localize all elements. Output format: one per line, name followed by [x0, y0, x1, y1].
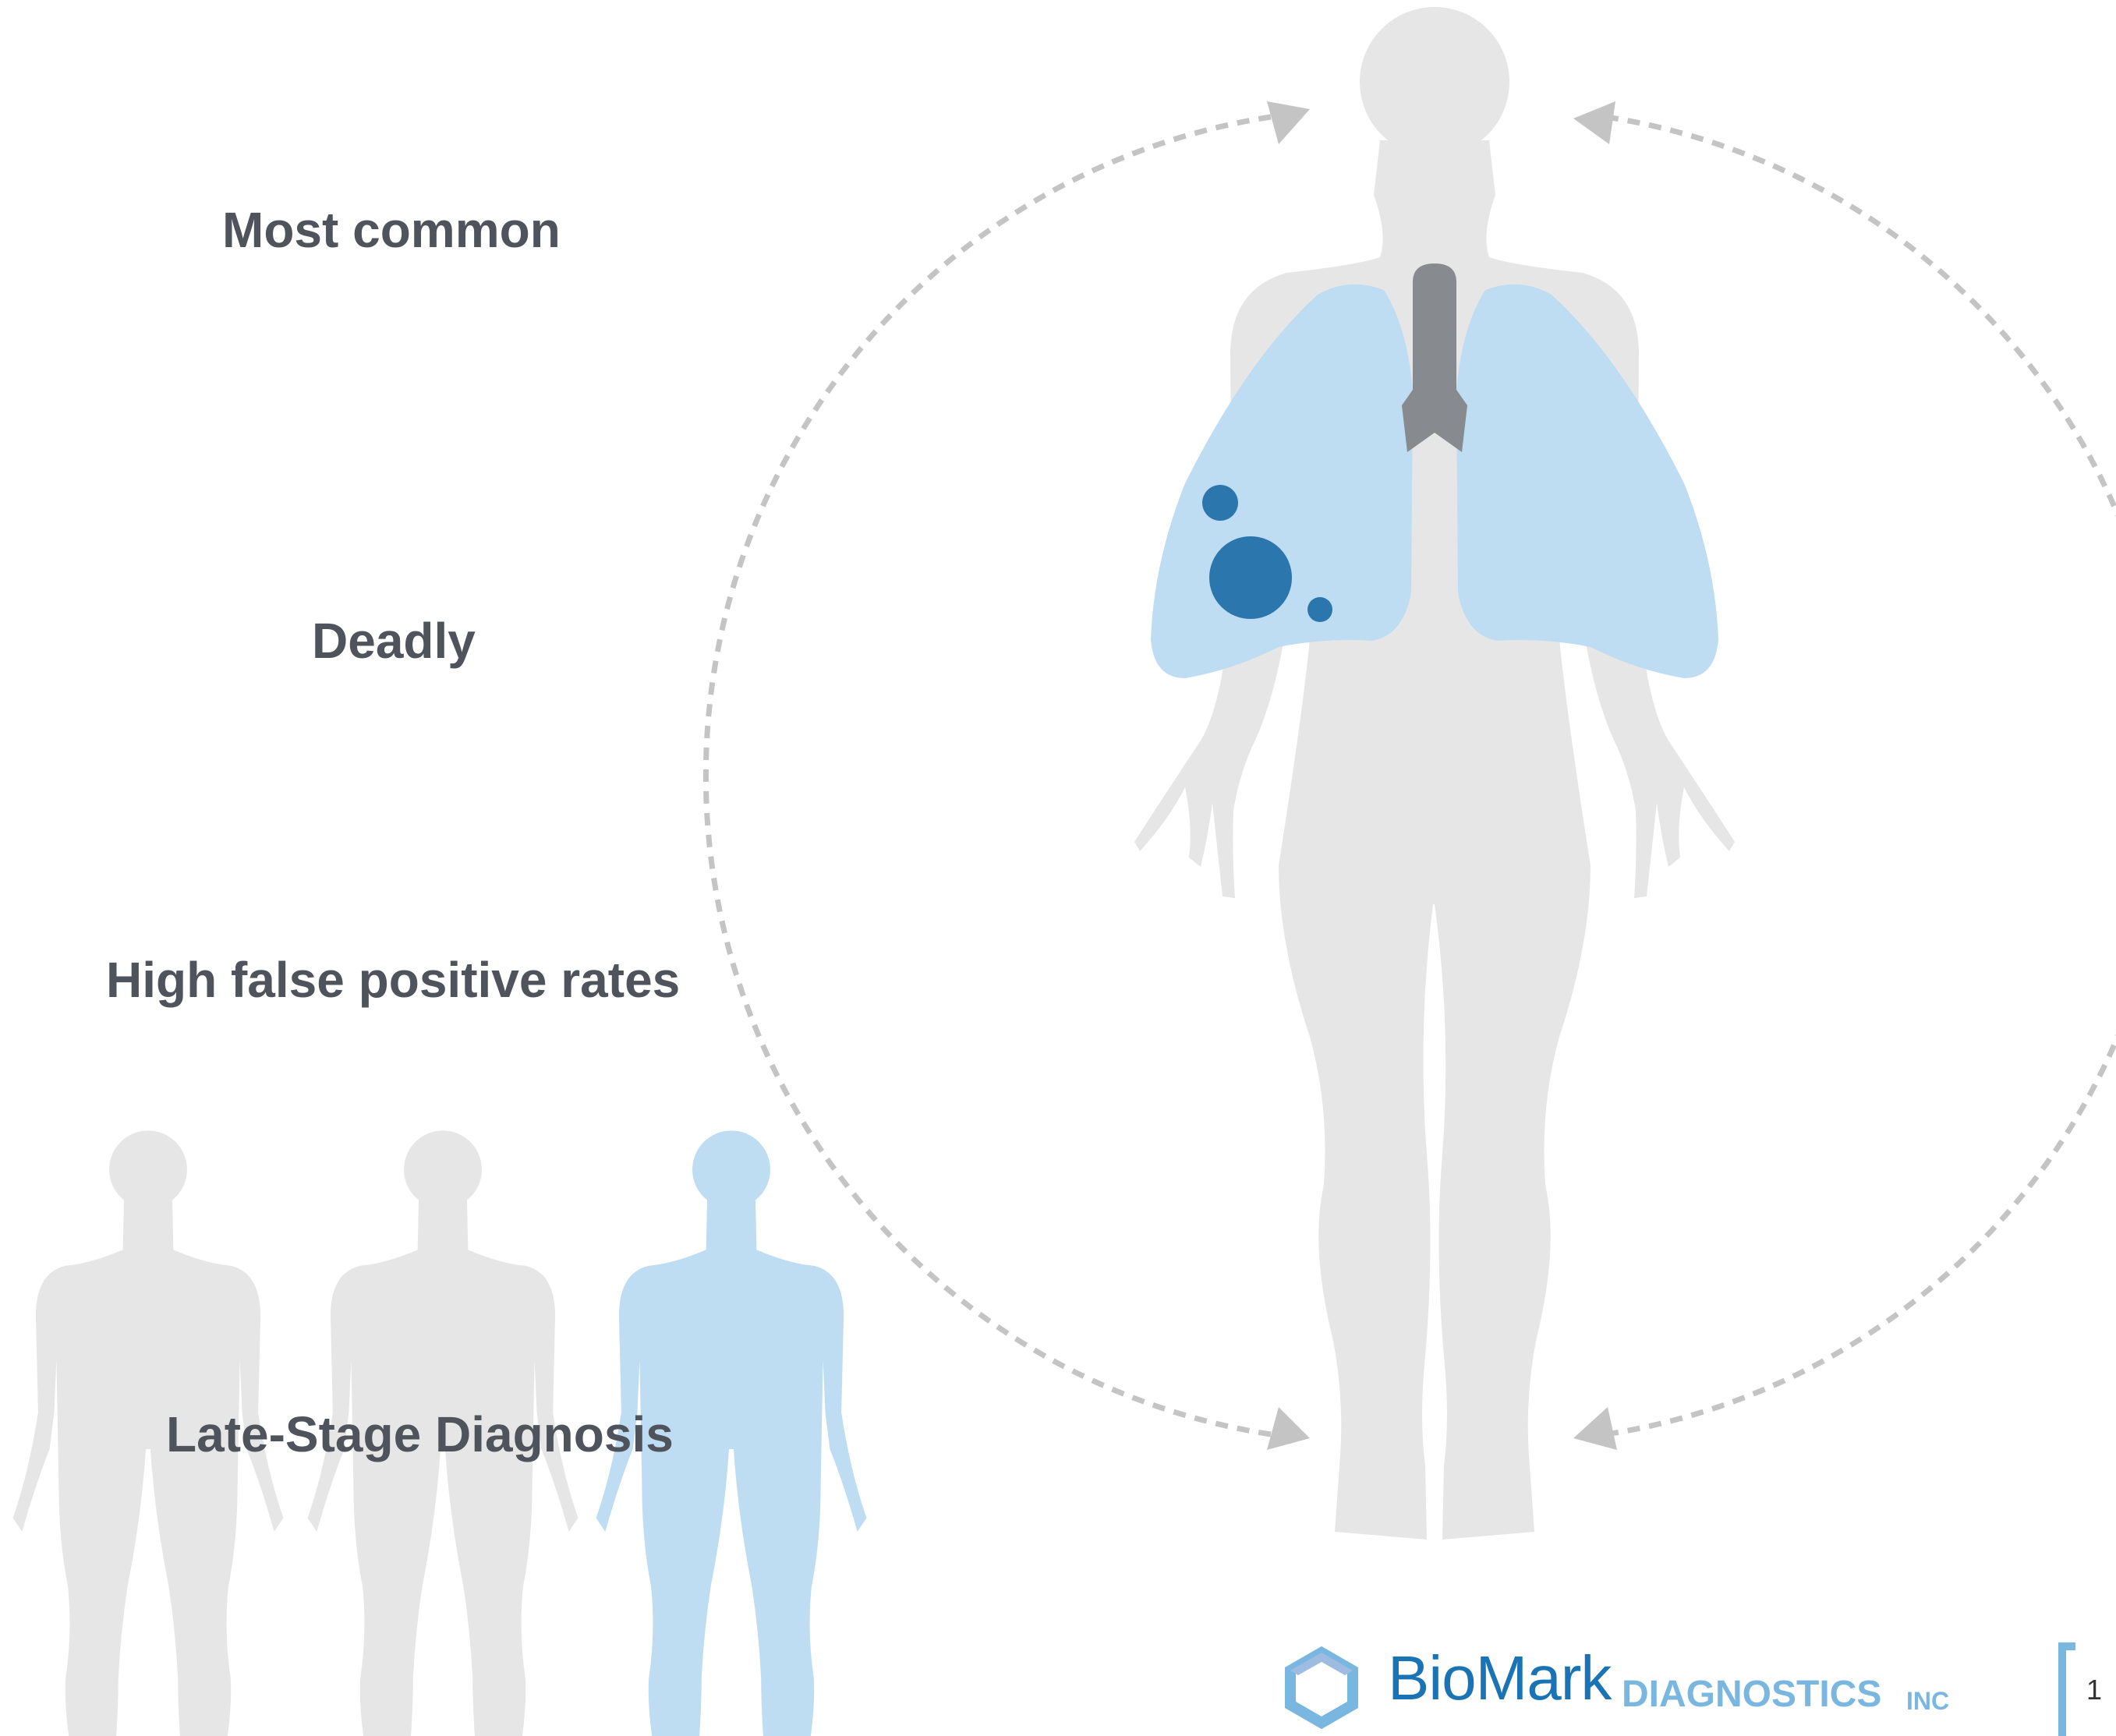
tumor-large: [1209, 536, 1292, 619]
page-number: 1: [2086, 1676, 2102, 1704]
left-lung-shape: [1456, 285, 1718, 678]
right-lung-shape: [1151, 285, 1413, 678]
logo-sub: DIAGNOSTICS: [1622, 1676, 1881, 1713]
biomark-logo: BioMark DIAGNOSTICS INC: [1272, 1645, 1974, 1736]
label-deadly: Deadly: [312, 616, 476, 666]
large-body-silhouette: [1134, 7, 1735, 1540]
arrowhead-top-right: [1573, 101, 1615, 144]
page-number-bracket: [2062, 1646, 2075, 1736]
tumor-small: [1202, 485, 1238, 521]
label-late-stage-diagnosis: Late-Stage Diagnosis: [166, 1409, 674, 1459]
label-most-common: Most common: [222, 205, 561, 255]
arrowhead-bottom-left: [1267, 1407, 1310, 1450]
label-high-false-positive: High false positive rates: [106, 955, 680, 1005]
tumor-tiny: [1307, 597, 1332, 622]
logo-inc: INC: [1906, 1688, 1949, 1713]
logo-name: BioMark: [1388, 1647, 1611, 1709]
arrowhead-top-left: [1267, 101, 1310, 144]
arrowhead-bottom-right: [1573, 1407, 1617, 1450]
